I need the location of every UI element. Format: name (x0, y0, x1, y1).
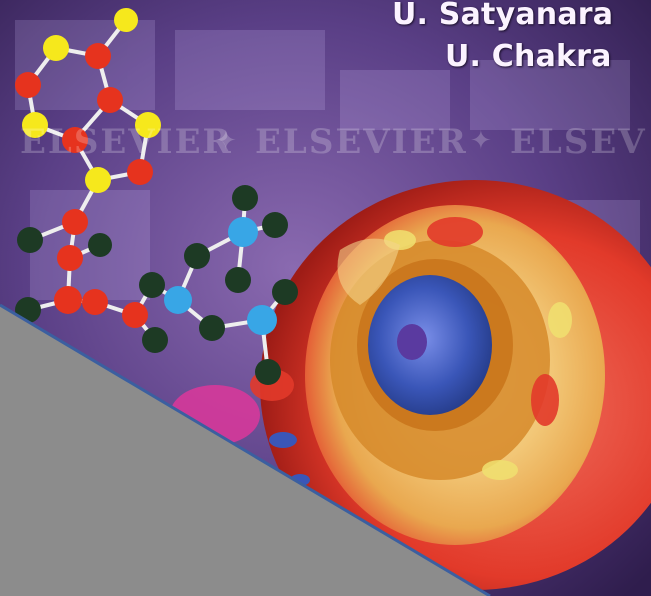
cell-illustration (170, 180, 651, 590)
nucleus (368, 275, 492, 415)
watermark-star-icon: ✦ (470, 126, 492, 155)
watermark-text: ELSEV (510, 122, 647, 162)
watermark-text: ELSEVIER (20, 122, 233, 162)
author-name: U. Satyanara (392, 0, 614, 32)
author-name: U. Chakra (445, 39, 612, 74)
molecule-atoms (15, 8, 298, 385)
watermark-text: ELSEVIER (255, 122, 468, 162)
overlay-edge (0, 303, 491, 596)
watermark-star-icon: ✦ (215, 126, 237, 155)
